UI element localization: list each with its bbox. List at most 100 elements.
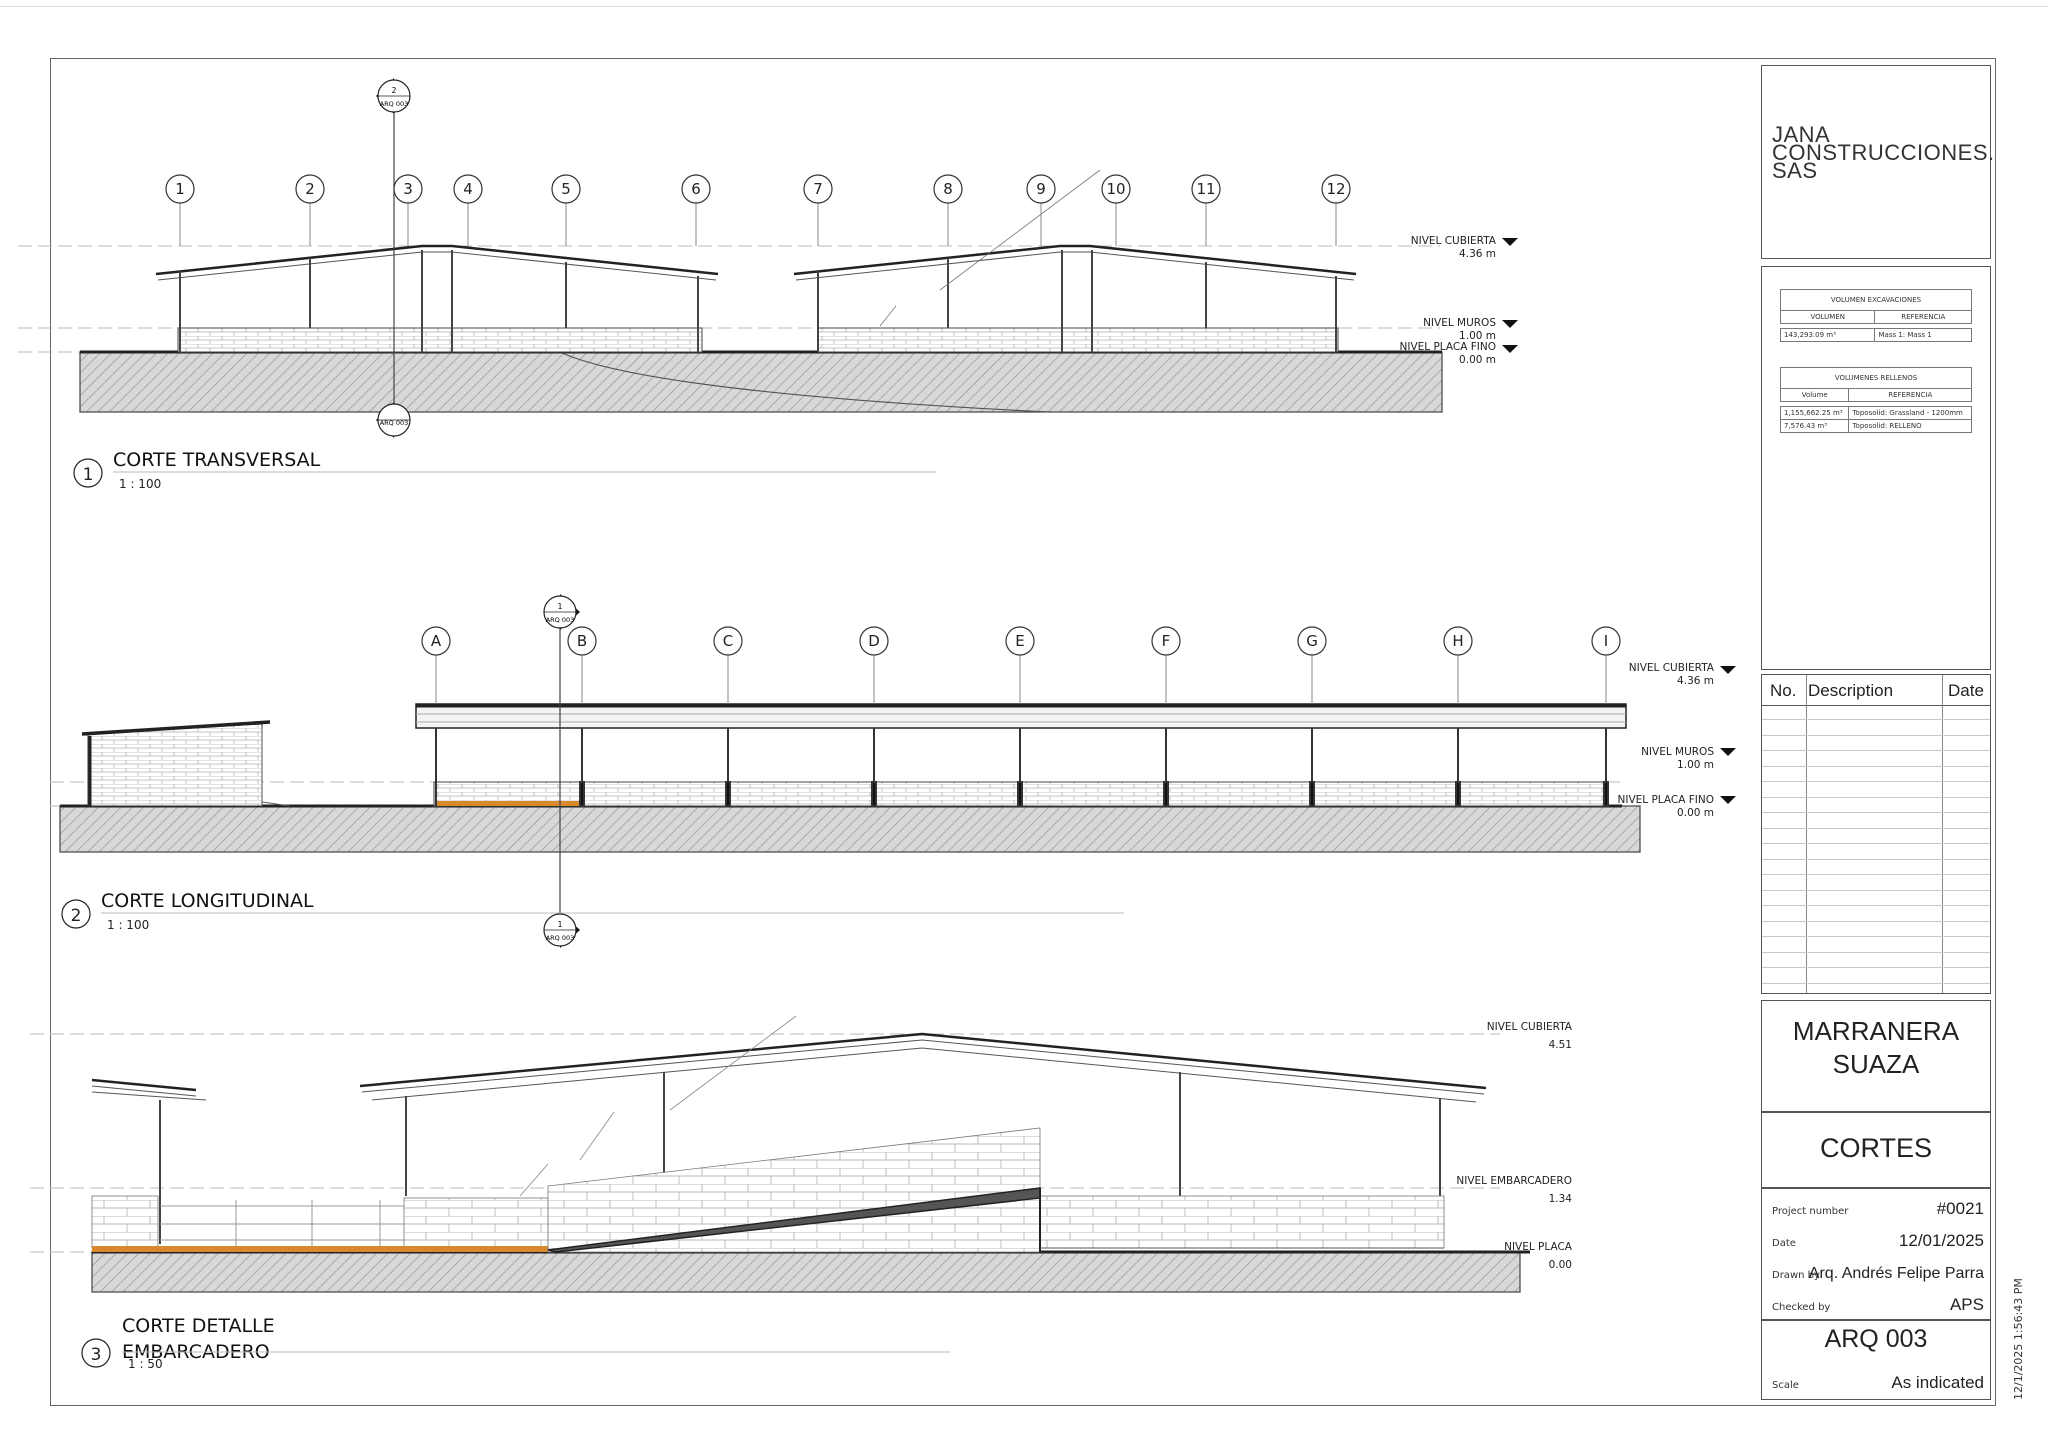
view-3-left-roof [91, 1078, 207, 1244]
section-mark-number: 1 [558, 602, 563, 611]
column-base [1455, 781, 1461, 807]
view-1-ground [79, 351, 1443, 413]
gridline-bubble: 12 [1321, 174, 1351, 246]
gridline-bubble: 5 [551, 174, 581, 246]
revisions-table: No. Description Date [1761, 674, 1991, 994]
gridline-bubble: E [1005, 626, 1035, 704]
excavation-schedule: VOLUMEN EXCAVACIONES VOLUMEN REFERENCIA … [1779, 289, 1972, 342]
gridline-bubble: 1 [165, 174, 195, 246]
schedule-cell: 143,293.09 m³ [1779, 328, 1876, 342]
gridline-bubble: A [421, 626, 451, 704]
view-number: 3 [91, 1345, 102, 1365]
revision-row-line [1762, 827, 1990, 829]
revision-row-line [1762, 920, 1990, 922]
revision-row-line [1762, 812, 1990, 813]
checked-by-row: Checked by APS [1762, 1287, 1990, 1319]
view-2-section-mark-bottom: 1 ARQ 003 [543, 912, 580, 948]
gridline-bubble: 7 [803, 174, 833, 246]
schedule-cell: Mass 1: Mass 1 [1874, 328, 1972, 342]
view-3-ramp [547, 1127, 1445, 1253]
company-name: JANA CONSTRUCCIONES. SAS [1772, 122, 1995, 183]
revision-row-line [1762, 874, 1990, 875]
level-elevation: 4.36 m [1459, 248, 1496, 260]
view-1-building-right [793, 169, 1357, 353]
gridline-label: B [577, 632, 587, 650]
view-title-text: CORTE TRANSVERSAL [113, 449, 321, 471]
schedule-header: REFERENCIA [1874, 310, 1972, 324]
revision-row-line [1762, 982, 1990, 984]
level-elevation: 0.00 m [1459, 354, 1496, 366]
view-3-section-detail [30, 1015, 1530, 1293]
level-label: NIVEL MUROS [1423, 317, 1496, 329]
revisions-header-date: Date [1948, 681, 1984, 700]
view-scale: 1 : 100 [119, 477, 161, 491]
revisions-header-description: Description [1808, 681, 1894, 700]
project-number-row: Project number #0021 [1762, 1191, 1990, 1223]
revision-row-line [1762, 765, 1990, 767]
fill-schedule: VOLUMENES RELLENOS Volume REFERENCIA 1,1… [1779, 367, 1972, 433]
checked-by-value: APS [1949, 1295, 1984, 1314]
level-elevation: 4.36 m [1677, 675, 1714, 687]
drawn-by-row: Drawn by Arq. Andrés Felipe Parra [1762, 1255, 1990, 1287]
level-elevation: 0.00 m [1677, 807, 1714, 819]
gridline-label: 9 [1036, 180, 1046, 198]
level-elevation: 0.00 [1549, 1259, 1572, 1271]
title-block: MARRANERA SUAZA CORTES Project number #0… [1761, 1000, 1991, 1400]
gridline-bubble: F [1151, 626, 1181, 704]
gridline-bubble: D [859, 626, 889, 704]
gridline-bubble: 11 [1191, 174, 1221, 246]
level-label: NIVEL PLACA FINO [1400, 341, 1496, 353]
checked-by-label: Checked by [1772, 1302, 1831, 1313]
gridline-bubble: 4 [453, 174, 483, 246]
gridline-bubble: 10 [1101, 174, 1131, 246]
gridline-label: G [1306, 632, 1318, 650]
level-elevation: 4.51 [1549, 1039, 1572, 1051]
schedules-panel: VOLUMEN EXCAVACIONES VOLUMEN REFERENCIA … [1761, 266, 1991, 670]
column-base [1163, 781, 1169, 807]
section-mark-sheet: ARQ 003 [380, 100, 409, 108]
date-row: Date 12/01/2025 [1762, 1223, 1990, 1255]
gridline-label: 2 [305, 180, 315, 198]
gridline-label: 6 [691, 180, 701, 198]
divider [1762, 1319, 1990, 1321]
sheet-number: ARQ 003 [1824, 1325, 1928, 1353]
view-1-section-mark-top: 2 ARQ 003 [376, 78, 411, 114]
revision-row-line [1762, 750, 1990, 751]
print-timestamp: 12/1/2025 1:56:43 PM [2012, 1278, 2025, 1400]
view-3-level-markers: NIVEL CUBIERTA 4.51 NIVEL EMBARCADERO 1.… [1456, 1021, 1572, 1271]
view-2-section-mark-top: 1 ARQ 003 [543, 594, 580, 630]
level-label: NIVEL EMBARCADERO [1456, 1175, 1572, 1187]
view-3-title: 3 CORTE DETALLE EMBARCADERO 1 : 50 [81, 1315, 950, 1371]
gridline-label: F [1162, 632, 1171, 650]
revision-row-line [1762, 905, 1990, 906]
schedule-cell: 1,155,662.25 m³ [1779, 406, 1850, 420]
gridline-bubble: I [1591, 626, 1621, 704]
schedule-header: REFERENCIA [1848, 388, 1972, 402]
revision-row-line [1762, 719, 1990, 720]
column-base [725, 781, 731, 807]
level-label: NIVEL MUROS [1641, 746, 1714, 758]
gridline-bubble: 3 [393, 174, 423, 246]
column-base [1017, 781, 1023, 807]
revision-row-line [1762, 951, 1990, 953]
revision-row-line [1762, 781, 1990, 782]
view-title-text: CORTE LONGITUDINAL [101, 890, 314, 912]
gridline-bubble: H [1443, 626, 1473, 704]
project-number-label: Project number [1772, 1206, 1849, 1217]
gridline-bubble: 9 [1026, 174, 1056, 246]
gridline-label: A [431, 632, 442, 650]
schedule-cell: Toposolid: RELLENO [1848, 419, 1972, 433]
section-mark-number: 1 [558, 920, 563, 929]
gridline-label: H [1452, 632, 1463, 650]
level-elevation: 1.00 m [1677, 759, 1714, 771]
level-label: NIVEL PLACA FINO [1618, 794, 1714, 806]
drawn-by-value: Arq. Andrés Felipe Parra [1808, 1265, 1984, 1282]
revision-row-line [1762, 967, 1990, 968]
view-1-slope-line [559, 351, 1051, 413]
gridline-bubble: B [567, 626, 597, 704]
gridline-label: 7 [813, 180, 823, 198]
scale-label: Scale [1772, 1380, 1799, 1391]
revisions-divider [1942, 675, 1943, 993]
